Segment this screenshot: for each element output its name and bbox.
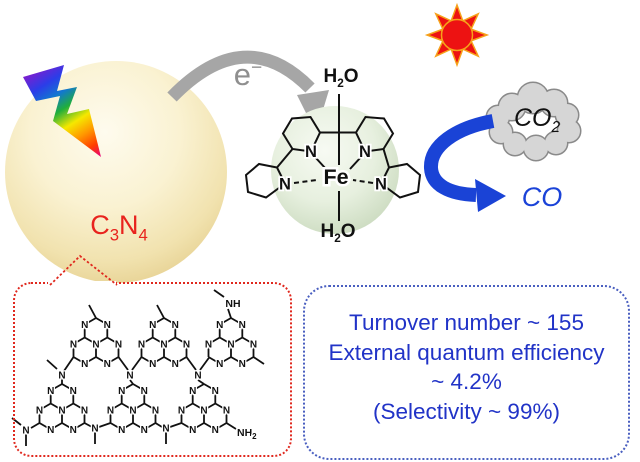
co-product-label: CO (521, 182, 563, 212)
turnover-number-line: Turnover number ~ 155 (349, 310, 584, 335)
pyridine-n-label: N (375, 176, 387, 194)
bridge-n-label: N (58, 371, 65, 382)
bridge-n-label: N (194, 371, 201, 382)
terminal-n-label: N (22, 426, 29, 437)
structure-box (13, 282, 292, 457)
sun-icon (424, 2, 490, 68)
bridge-n-label: N (91, 424, 98, 435)
results-text: Turnover number ~ 155 External quantum e… (303, 285, 630, 426)
selectivity-line: (Selectivity ~ 99%) (373, 398, 560, 424)
results-box (303, 285, 630, 460)
fe-metal-label: Fe (323, 165, 348, 189)
pyridine-n-label: N (305, 143, 317, 161)
electron-label: e− (233, 57, 263, 92)
co2-to-co-arrow (424, 114, 506, 212)
amine-nh2-label: NH2 (237, 427, 257, 441)
callout-tail (48, 254, 118, 286)
water-ligand-bottom-label: H2O (320, 221, 356, 245)
catalyst-sphere (271, 106, 399, 234)
pyridine-n-label: N (279, 176, 291, 194)
amine-nh-label: NH (225, 298, 240, 310)
carbon-nitride-structure: N N N N N N NH NH2 (11, 289, 265, 446)
quantum-efficiency-line: External quantum efficiency (328, 339, 605, 365)
co2-label: CO2 (513, 104, 561, 136)
quantum-efficiency-value-line: ~ 4.2% (431, 369, 502, 394)
bridge-n-label: N (126, 371, 133, 382)
fe-complex-structure (244, 94, 422, 221)
lightning-bolt-icon (23, 65, 101, 157)
photocatalyst-label: C3N4 (90, 210, 148, 245)
bridge-n-label: N (162, 424, 169, 435)
co2-cloud (485, 81, 582, 162)
water-ligand-top-label: H2O (323, 66, 359, 90)
pyridine-n-label: N (359, 143, 371, 161)
